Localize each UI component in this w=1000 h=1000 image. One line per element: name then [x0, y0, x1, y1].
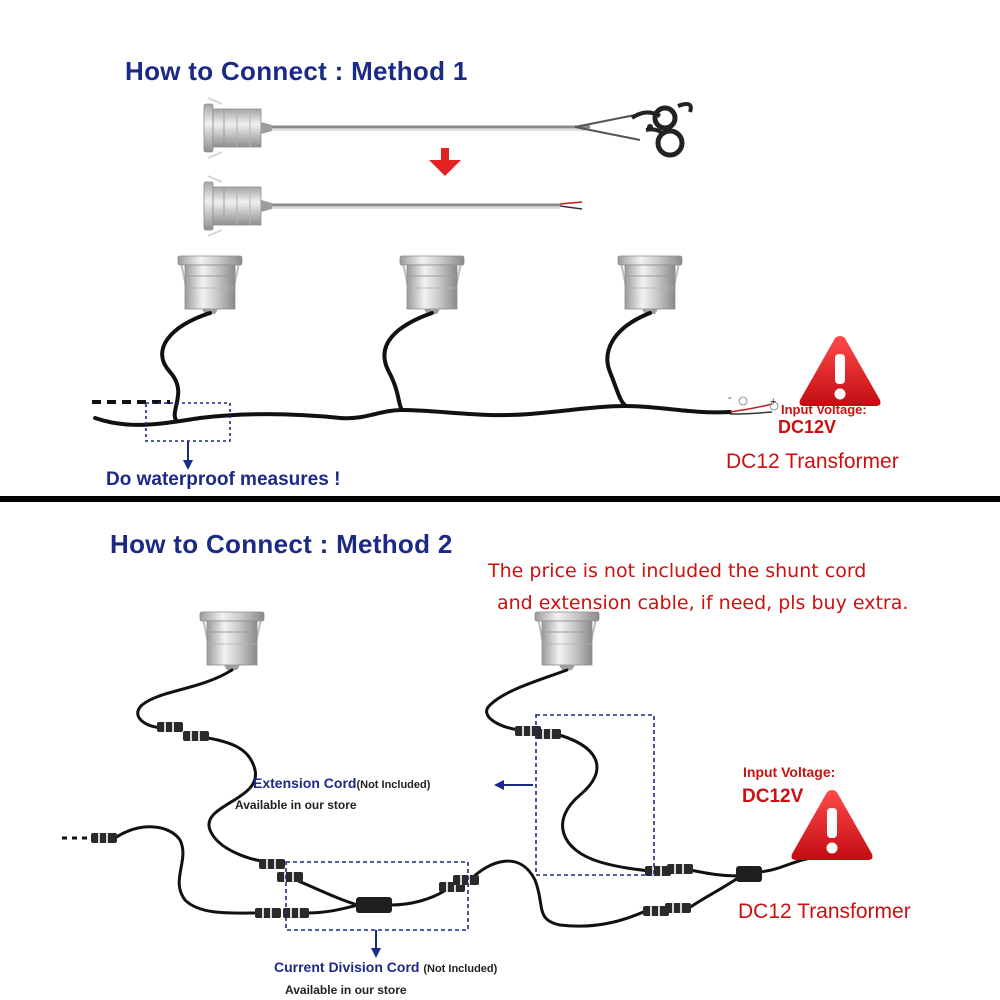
division-splitter	[356, 897, 392, 913]
warning-triangle-icon	[791, 790, 873, 860]
transformer-label: DC12 Transformer	[726, 450, 899, 473]
division-cord-label: Current Division Cord (Not Included)	[274, 959, 497, 975]
waterproof-label: Do waterproof measures !	[106, 469, 341, 490]
light-fixture-icon	[617, 255, 683, 315]
price-note-line2: and extension cable, if need, pls buy ex…	[497, 592, 909, 614]
method2-title: How to Connect : Method 2	[110, 529, 453, 559]
extension-store-label: Available in our store	[235, 798, 357, 812]
down-arrow-icon	[429, 148, 461, 176]
light-fixture-icon	[177, 255, 243, 315]
section-divider	[0, 496, 1000, 502]
down-arrow-icon	[183, 441, 193, 470]
division-store-label: Available in our store	[285, 983, 407, 997]
transformer-splitter	[736, 866, 762, 882]
light-fixture-icon	[203, 175, 273, 237]
light-fixture-icon	[203, 97, 273, 159]
voltage-value: DC12V	[742, 786, 804, 807]
down-arrow-icon	[371, 930, 381, 958]
light-fixture-icon	[534, 611, 600, 671]
wire-minus-label: -	[728, 392, 732, 404]
scissors-icon	[574, 102, 693, 158]
input-voltage-label: Input Voltage:	[743, 764, 836, 780]
voltage-value: DC12V	[778, 417, 837, 437]
price-note-line1: The price is not included the shunt cord	[488, 560, 867, 582]
warning-triangle-icon	[799, 336, 881, 406]
extension-cord-box	[535, 714, 655, 876]
extension-cord-label: Extension Cord(Not Included)	[253, 775, 430, 791]
division-cord-box	[285, 861, 469, 931]
light-fixture-icon	[399, 255, 465, 315]
transformer-label: DC12 Transformer	[738, 900, 911, 923]
method1-title: How to Connect : Method 1	[125, 56, 468, 86]
extension-cord-note: (Not Included)	[356, 779, 431, 791]
extension-cord-title: Extension Cord	[253, 775, 357, 791]
left-arrow-icon	[494, 780, 533, 790]
division-cord-title: Current Division Cord	[274, 959, 420, 975]
light-fixture-icon	[199, 611, 265, 671]
input-voltage-label: Input Voltage:	[781, 402, 867, 417]
division-cord-note: (Not Included)	[423, 963, 498, 975]
wire-plus-label: +	[770, 396, 777, 408]
